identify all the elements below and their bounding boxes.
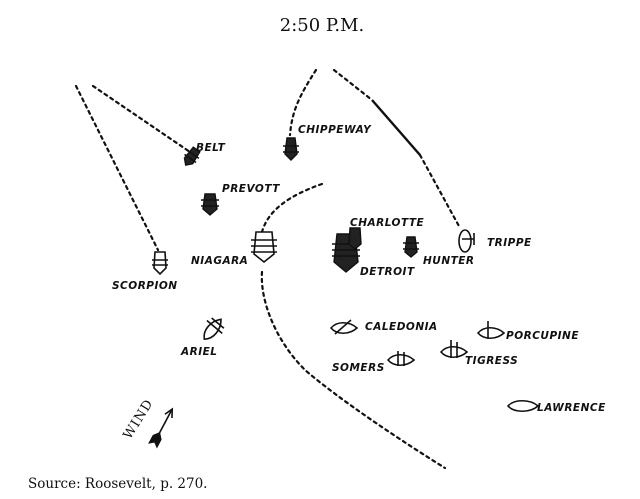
scorpion-track: [74, 84, 160, 252]
label-prevott: PREVOTT: [222, 183, 280, 195]
charlotte-ship-icon: [348, 227, 362, 250]
label-ariel: ARIEL: [180, 346, 217, 358]
wind-indicator: WIND: [121, 397, 174, 449]
trippe-track-dashed-2: [418, 153, 462, 230]
wind-label: WIND: [121, 397, 157, 443]
label-hunter: HUNTER: [423, 255, 475, 267]
label-detroit: DETROIT: [360, 266, 415, 278]
label-niagara: NIAGARA: [191, 255, 248, 267]
ariel-ship-icon: [203, 317, 225, 341]
belt-track: [91, 84, 192, 154]
porcupine-ship-icon: [476, 321, 506, 340]
label-scorpion: SCORPION: [112, 280, 178, 292]
source-caption: Source: Roosevelt, p. 270.: [28, 476, 207, 492]
ships: [152, 137, 540, 413]
wind-arrow-icon: [148, 407, 174, 449]
hunter-ship-icon: [403, 236, 419, 258]
trippe-track-solid: [371, 99, 421, 156]
niagara-ship-icon: [251, 231, 277, 264]
caledonia-ship-icon: [329, 319, 359, 335]
lawrence-ship-icon: [506, 399, 540, 413]
scorpion-ship-icon: [152, 251, 168, 276]
chippeway-ship-icon: [283, 137, 299, 161]
label-trippe: TRIPPE: [487, 237, 532, 249]
niagara-track-upper: [260, 182, 324, 234]
label-caledonia: CALEDONIA: [365, 321, 438, 333]
label-porcupine: PORCUPINE: [506, 330, 579, 342]
niagara-track-lower: [260, 270, 447, 470]
trippe-ship-icon: [458, 229, 475, 253]
tigress-ship-icon: [439, 340, 469, 359]
label-lawrence: LAWRENCE: [537, 402, 606, 414]
belt-ship-icon: [183, 146, 201, 166]
label-charlotte: CHARLOTTE: [350, 217, 425, 229]
chippeway-track: [288, 68, 318, 137]
ship-labels: BELT CHIPPEWAY PREVOTT CHARLOTTE TRIPPE …: [112, 124, 606, 414]
diagram-title: 2:50 P.M.: [280, 15, 364, 36]
label-chippeway: CHIPPEWAY: [298, 124, 372, 136]
label-somers: SOMERS: [332, 362, 385, 374]
label-belt: BELT: [196, 142, 226, 154]
somers-ship-icon: [386, 351, 416, 367]
prevott-ship-icon: [201, 193, 219, 216]
ship-tracks: [74, 68, 462, 470]
label-tigress: TIGRESS: [465, 355, 518, 367]
trippe-track-dashed: [332, 68, 374, 102]
